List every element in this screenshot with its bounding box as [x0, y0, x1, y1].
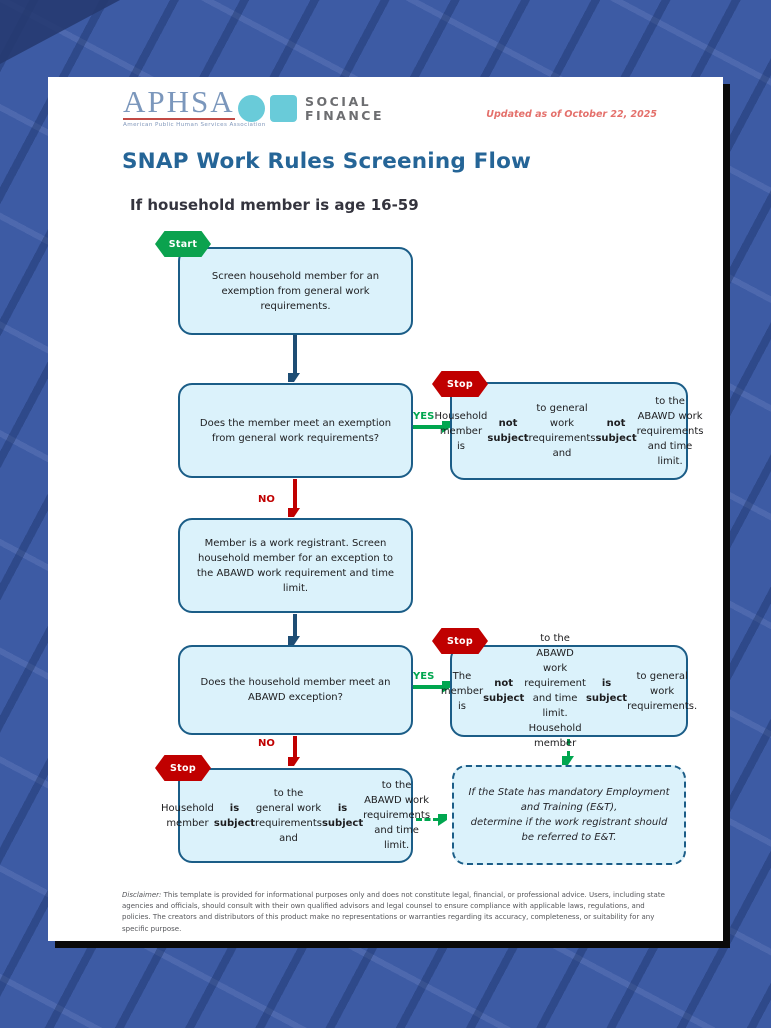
- flow-box-stop-abawd-exception: The member is not subject to the ABAWD w…: [440, 633, 698, 749]
- stop-badge-3: Stop: [155, 755, 211, 781]
- arrowhead-right-icon: [442, 421, 451, 433]
- flow-box-et-referral: If the State has mandatory Employment an…: [452, 765, 686, 865]
- disclaimer-body: This template is provided for informatio…: [122, 891, 665, 933]
- aphsa-logo: APHSA American Public Human Services Ass…: [123, 84, 266, 128]
- arrowhead-down-icon: [562, 756, 574, 765]
- arrow-no-to-subject-all: [293, 736, 297, 758]
- yes-label-1: YES: [413, 411, 435, 422]
- no-label-1: NO: [258, 494, 275, 505]
- aphsa-wordmark: APHSA: [123, 84, 235, 120]
- page-title: SNAP Work Rules Screening Flow: [122, 149, 532, 174]
- flow-box-stop-subject-all: Household member is subject to the gener…: [161, 768, 430, 863]
- start-badge: Start: [155, 231, 211, 257]
- social-finance-square-icon: [270, 95, 297, 122]
- no-label-2: NO: [258, 738, 275, 749]
- stop-badge-1: Stop: [432, 371, 488, 397]
- flow-box-stop-not-subject: Household member is not subject to gener…: [434, 382, 704, 480]
- stop-badge-2: Stop: [432, 628, 488, 654]
- arrowhead-down-icon: [288, 508, 300, 517]
- arrowhead-right-icon: [438, 814, 447, 826]
- social-finance-line2: FINANCE: [305, 107, 384, 123]
- arrowhead-down-icon: [288, 636, 300, 645]
- updated-date-note: Updated as of October 22, 2025: [486, 109, 657, 120]
- aphsa-tagline: American Public Human Services Associati…: [123, 122, 266, 128]
- social-finance-wordmark: SOCIAL FINANCE: [305, 95, 384, 122]
- arrowhead-down-icon: [288, 757, 300, 766]
- arrow-registrant-to-question2: [293, 614, 297, 637]
- arrow-screen-to-question1: [293, 335, 297, 373]
- dashed-arrow-subject-to-et: [416, 818, 439, 821]
- arrowhead-down-icon: [288, 373, 300, 382]
- flow-box-question-general-exemption: Does the member meet an exemption from g…: [178, 383, 413, 478]
- page-subtitle: If household member is age 16-59: [130, 196, 419, 214]
- flow-box-screen-general: Screen household member for an exemption…: [178, 247, 413, 335]
- social-finance-circle-icon: [238, 95, 265, 122]
- arrow-yes-to-stop1: [412, 425, 443, 429]
- document-page: APHSA American Public Human Services Ass…: [48, 77, 723, 941]
- dashed-arrow-stop2-to-et: [567, 739, 570, 757]
- flow-box-work-registrant: Member is a work registrant. Screen hous…: [178, 518, 413, 613]
- disclaimer-label: Disclaimer:: [122, 891, 162, 899]
- arrow-no-to-work-registrant: [293, 479, 297, 509]
- flow-box-question-abawd-exception: Does the household member meet an ABAWD …: [178, 645, 413, 735]
- social-finance-logo: SOCIAL FINANCE: [238, 95, 384, 122]
- arrowhead-right-icon: [442, 681, 451, 693]
- arrow-yes-to-stop2: [412, 685, 443, 689]
- yes-label-2: YES: [413, 671, 435, 682]
- disclaimer-text: Disclaimer: This template is provided fo…: [122, 890, 672, 935]
- social-finance-line1: SOCIAL: [305, 94, 372, 109]
